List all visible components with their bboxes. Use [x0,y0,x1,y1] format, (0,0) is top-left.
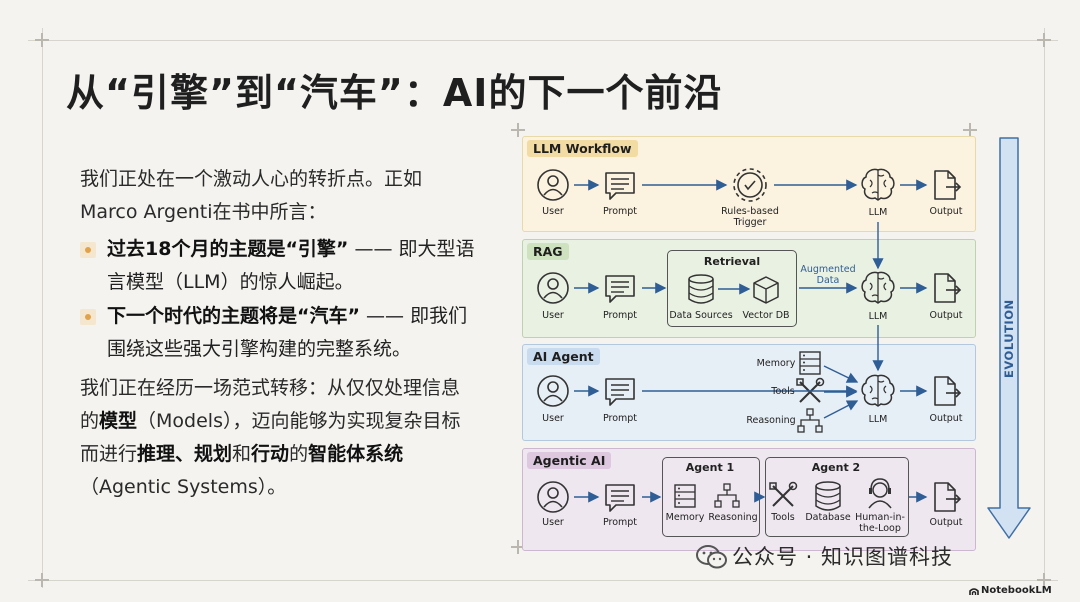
bullet-car: 下一个时代的主题将是“汽车” —— 即我们围绕这些强大引擎构建的完整系统。 [80,300,475,366]
label-data-sources: Data Sources [669,310,733,321]
wechat-icon [696,545,727,569]
bullet-rest: —— 即我们围绕这些强大引擎构建的完整系统。 [107,305,468,360]
bullet-rest: —— 即大型语言模型（LLM）的惊人崛起。 [107,238,475,293]
label-output: Output [929,517,963,528]
label-memory: Memory [665,512,705,523]
corner-mark [35,573,49,587]
paradigm-text: 我们正在经历一场范式转移：从仅仅处理信息的模型（Models），迈向能够为实现复… [80,377,461,498]
brand-label: NotebookLM [981,585,1052,596]
label-vector-db: Vector DB [742,310,790,321]
label-prompt: Prompt [602,413,638,424]
bullet-marker-icon [80,309,96,325]
retrieval-box [667,250,797,327]
corner-mark [963,123,977,137]
corner-mark [511,540,525,554]
evolution-arrow [987,137,1031,539]
label-prompt: Prompt [602,206,638,217]
rules-trigger-icon [733,168,767,202]
label-llm: LLM [868,414,888,425]
frame-bottom-line [28,580,1058,581]
panel-tag: RAG [527,243,569,260]
vector-db-icon [753,276,779,304]
corner-mark [1037,573,1051,587]
label-reasoning: Reasoning [708,512,758,523]
label-tools: Tools [771,386,795,397]
panel-tag: Agentic AI [527,452,612,469]
page-title: 从“引擎”到“汽车”：AI的下一个前沿 [66,71,723,115]
label-human-in-loop: Human-in- the-Loop [855,512,905,534]
watermark-text: 公众号 · 知识图谱科技 [732,545,954,569]
label-user: User [542,517,564,528]
label-output: Output [929,413,963,424]
panel-tag: AI Agent [527,348,600,365]
agent2-box [765,457,909,537]
agent2-title: Agent 2 [811,461,861,474]
bullet-bold: 下一个时代的主题将是“汽车” [107,305,360,327]
label-trigger: Rules-based Trigger [721,206,779,228]
label-augmented-data: Augmented Data [800,264,856,286]
evolution-diagram: LLM Workflow RAG AI Agent Agentic AI Ret… [518,130,1038,555]
diagram-graphics [537,137,1031,539]
label-database: Database [805,512,851,523]
label-user: User [542,206,564,217]
label-llm: LLM [868,311,888,322]
label-output: Output [929,310,963,321]
retrieval-title: Retrieval [703,255,761,268]
label-reasoning: Reasoning [746,415,796,426]
bullet-marker-icon [80,242,96,258]
frame-right-line [1044,28,1045,588]
evolution-label: EVOLUTION [1002,299,1016,378]
notebooklm-logo-icon [969,588,979,595]
label-prompt: Prompt [602,310,638,321]
label-user: User [542,413,564,424]
agent1-title: Agent 1 [685,461,735,474]
frame-top-line [28,40,1058,41]
corner-mark [1037,33,1051,47]
label-prompt: Prompt [602,517,638,528]
bullet-bold: 过去18个月的主题是“引擎” [107,238,349,260]
human-in-loop-icon [868,478,892,509]
label-llm: LLM [868,207,888,218]
frame-left-line [42,28,43,588]
panel-tag: LLM Workflow [527,140,638,157]
label-tools: Tools [771,512,795,523]
corner-mark [35,33,49,47]
label-output: Output [929,206,963,217]
label-memory: Memory [756,358,796,369]
intro-text: 我们正处在一个激动人心的转折点。正如Marco Argenti在书中所言： [80,168,423,223]
label-user: User [542,310,564,321]
bullet-engine: 过去18个月的主题是“引擎” —— 即大型语言模型（LLM）的惊人崛起。 [80,233,475,299]
corner-mark [511,123,525,137]
